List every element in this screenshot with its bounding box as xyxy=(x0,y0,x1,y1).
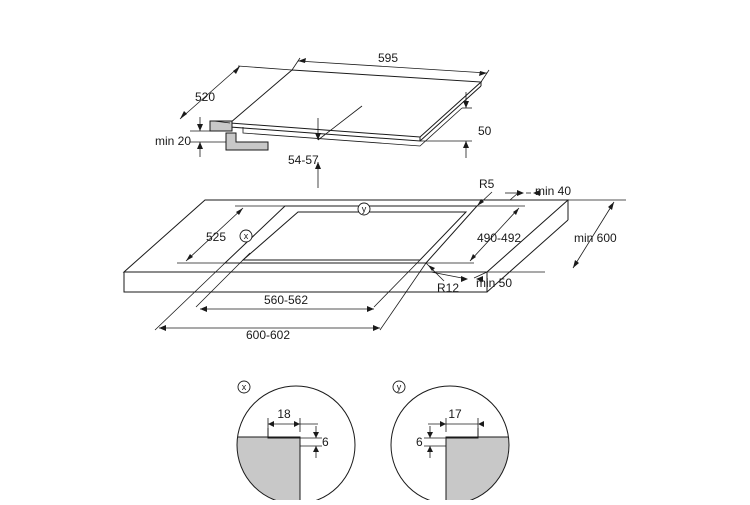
marker-x-label: x xyxy=(244,231,249,241)
dimension-insertion-depth: 54-57 xyxy=(288,105,363,188)
label-hob-width: 595 xyxy=(378,51,398,65)
marker-x: x xyxy=(239,229,253,243)
dimension-hob-height: 50 xyxy=(420,92,492,158)
detail-y: y 17 6 xyxy=(390,380,510,505)
worktop-section xyxy=(209,120,233,132)
label-r12: R12 xyxy=(437,281,459,295)
dimension-cutout-width-inner: 560-562 xyxy=(195,259,421,312)
detail-y-height-label: 6 xyxy=(416,435,423,449)
hob-body-section xyxy=(225,132,269,151)
dimension-r5-min40: R5 min 40 xyxy=(476,177,571,207)
label-min-clearance: min 20 xyxy=(155,134,191,148)
dimension-hob-depth: 520 xyxy=(179,65,293,124)
detail-y-marker: y xyxy=(397,382,402,392)
detail-x-marker: x xyxy=(242,382,247,392)
dimension-hob-width: 595 xyxy=(291,51,490,83)
dimension-cutout-width-outer: 600-602 xyxy=(154,262,427,342)
dimension-min-worktop-depth: min 600 xyxy=(487,199,626,273)
label-cutout-depth-inner: 525 xyxy=(206,230,226,244)
marker-y-label: y xyxy=(362,204,367,214)
label-min-rear: min 40 xyxy=(535,184,571,198)
label-insertion-depth: 54-57 xyxy=(288,153,319,167)
dimension-cutout-depth: 490-492 xyxy=(426,205,525,264)
hob-illustration xyxy=(209,69,483,151)
label-cutout-width-inner: 560-562 xyxy=(264,293,308,307)
dimension-cutout-depth-inner: 525 xyxy=(177,205,285,264)
marker-y: y xyxy=(357,202,371,216)
detail-x-height-label: 6 xyxy=(322,435,329,449)
label-cutout-width-outer: 600-602 xyxy=(246,328,290,342)
dimension-min-clearance: min 20 xyxy=(155,117,226,157)
label-min-side: min 50 xyxy=(476,276,512,290)
dimension-r12-min50: R12 min 50 xyxy=(425,262,512,295)
detail-x-width-label: 18 xyxy=(277,407,291,421)
detail-x: x 18 6 xyxy=(236,380,356,505)
label-cutout-depth: 490-492 xyxy=(477,231,521,245)
label-hob-height: 50 xyxy=(478,124,492,138)
detail-y-width-label: 17 xyxy=(448,407,462,421)
label-min-worktop-depth: min 600 xyxy=(574,231,617,245)
label-r5: R5 xyxy=(479,177,495,191)
label-hob-depth: 520 xyxy=(195,90,215,104)
